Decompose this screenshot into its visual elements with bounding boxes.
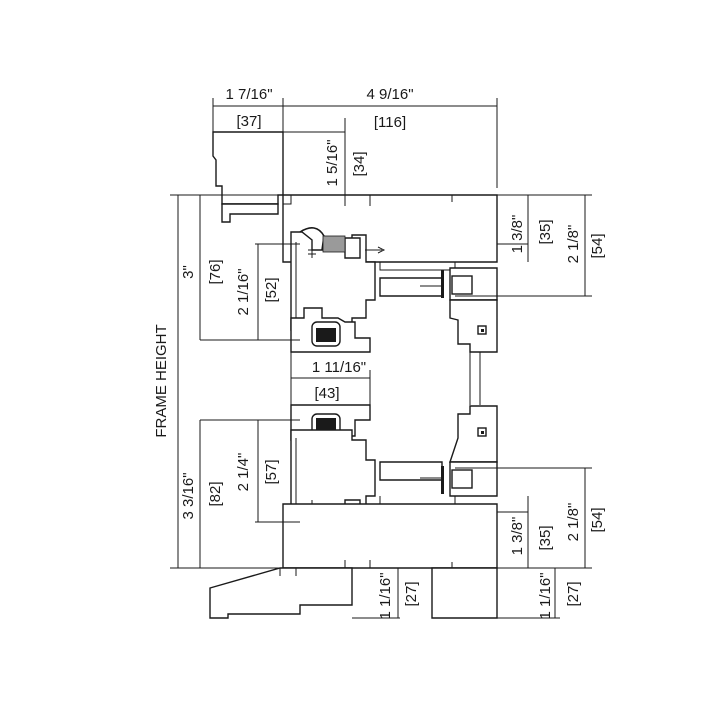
sill-exterior-block [431,567,498,619]
dim-frame-height: FRAME HEIGHT [153,324,170,437]
dim-top-overall-width: 4 9/16" [366,86,413,103]
upper-sash-glazing-stop [379,267,498,301]
upper-glass-panel [449,299,498,353]
dim-sill-right-large-mm: [54] [589,507,606,532]
dim-sill-right-bottom-mm: [27] [565,581,582,606]
dim-top-left-width: 1 7/16" [225,86,272,103]
dim-upper-sash-inner: 2 1/16" [235,268,252,315]
lower-sash-glazing-stop [379,461,498,505]
dimension-lines [170,98,592,619]
dim-meeting-rail-width: 1 11/16" [312,359,366,376]
sill-interior-trim [209,567,353,619]
upper-sash-top-rail [290,227,386,331]
dim-upper-sash-left: 3" [180,265,197,279]
dim-head-height: 1 5/16" [324,139,341,186]
upper-sash-meeting-rail [290,307,371,353]
dim-lower-sash-left-mm: [82] [207,481,224,506]
dim-lower-sash-left: 3 3/16" [180,472,197,519]
dim-sill-right-large: 2 1/8" [565,503,582,542]
dim-sill-right-bottom: 1 1/16" [537,572,554,619]
dim-upper-sash-left-mm: [76] [207,259,224,284]
dim-sill-left-bottom-mm: [27] [403,581,420,606]
dim-head-right-large-mm: [54] [589,233,606,258]
dim-lower-sash-inner-mm: [57] [263,459,280,484]
dim-head-right-small-mm: [35] [537,219,554,244]
dim-meeting-rail-width-mm: [43] [314,385,339,402]
dim-sill-left-bottom: 1 1/16" [377,572,394,619]
dim-head-right-small: 1 3/8" [509,215,526,254]
dim-top-overall-width-mm: [116] [374,114,406,131]
jamb-liner-verticals [469,352,481,405]
dim-head-right-large: 2 1/8" [565,225,582,264]
dim-top-left-width-mm: [37] [236,113,261,130]
sill-frame [282,503,498,569]
dim-lower-sash-inner: 2 1/4" [235,453,252,492]
dim-sill-right-small: 1 3/8" [509,517,526,556]
lower-glass-panel [449,405,498,463]
dim-upper-sash-inner-mm: [52] [263,277,280,302]
head-casing [212,131,284,223]
dim-sill-right-small-mm: [35] [537,525,554,550]
dim-head-height-mm: [34] [351,151,368,176]
